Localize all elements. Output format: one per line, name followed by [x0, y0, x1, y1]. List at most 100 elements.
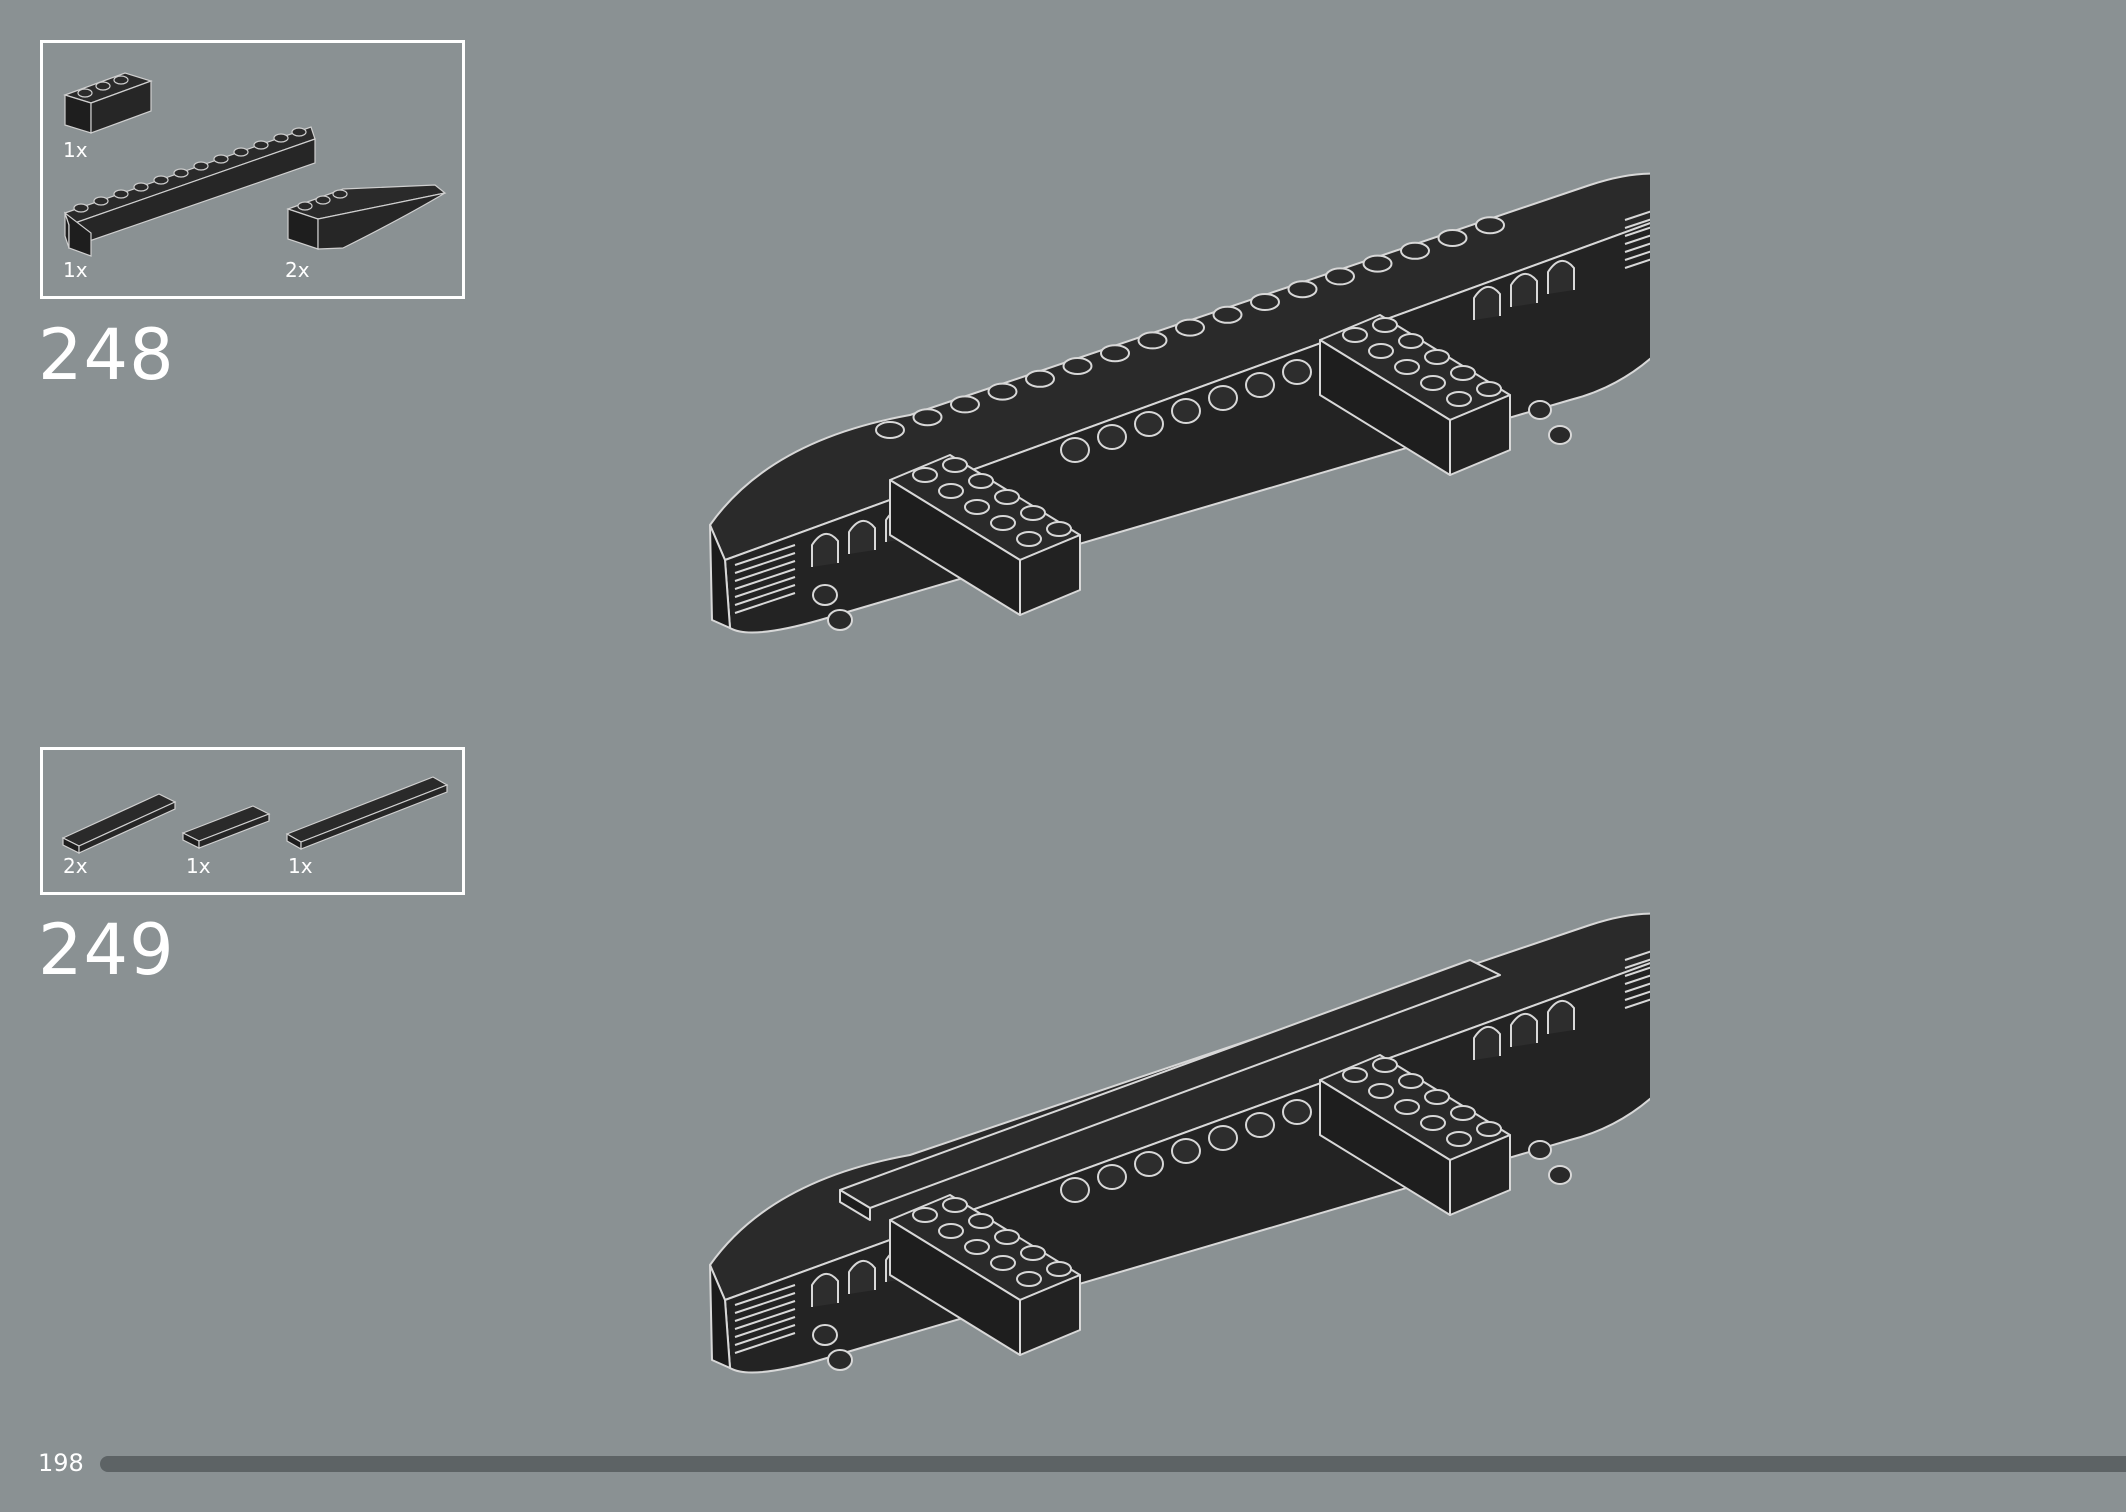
grille-line	[734, 576, 796, 598]
stud	[1287, 280, 1318, 299]
stud	[1362, 254, 1393, 273]
stud	[1398, 333, 1424, 349]
stud	[1016, 531, 1042, 547]
pin	[1548, 1165, 1572, 1185]
parts-box-step-248: 1x 1x 2x	[40, 40, 465, 299]
progress-bar	[100, 1456, 2126, 1472]
stud	[1212, 305, 1243, 324]
grille-line	[734, 552, 796, 574]
part-tile-1x3	[181, 805, 271, 849]
stud	[994, 489, 1020, 505]
window-arch	[1547, 1000, 1575, 1034]
window-arch	[1510, 1013, 1538, 1047]
window-arch	[848, 1260, 876, 1294]
stud	[1250, 293, 1280, 311]
pin	[1528, 1140, 1552, 1160]
window-arch	[811, 533, 839, 567]
part-brick-1x12	[63, 126, 316, 257]
stud	[1020, 505, 1046, 521]
technic-hole	[1245, 372, 1275, 398]
technic-hole	[1134, 1151, 1164, 1177]
step-number-249: 249	[38, 909, 175, 991]
stud	[964, 1239, 990, 1255]
grille-line	[734, 560, 796, 582]
part-tile-1x6	[285, 776, 449, 851]
stud	[968, 1213, 994, 1229]
stud	[1437, 229, 1468, 247]
stud	[1476, 381, 1502, 397]
grille-line	[1624, 966, 1650, 977]
grille-line	[734, 1324, 796, 1346]
stud	[938, 1223, 964, 1239]
part-brick-1x3	[63, 72, 153, 134]
stud	[942, 1197, 968, 1213]
technic-hole	[1208, 385, 1238, 411]
stud	[1424, 1089, 1450, 1105]
grille-line	[734, 1284, 796, 1306]
window-arch	[1473, 286, 1501, 320]
pin	[1548, 425, 1572, 445]
technic-hole	[1060, 1177, 1090, 1203]
stud	[942, 457, 968, 473]
stud	[1175, 318, 1205, 337]
technic-hole	[1171, 398, 1201, 424]
grille-line	[734, 568, 796, 590]
grille-line	[1624, 218, 1650, 229]
grille-line	[1624, 226, 1650, 237]
stud	[1342, 1067, 1368, 1083]
stud	[1025, 369, 1055, 388]
stud	[990, 1255, 1016, 1271]
grille-line	[1624, 982, 1650, 993]
technic-beam-rear	[1319, 1054, 1511, 1216]
part-tile-1x4	[61, 793, 177, 854]
stud	[912, 467, 938, 483]
grille-line	[1624, 950, 1650, 961]
stud	[950, 395, 980, 414]
part-qty: 2x	[285, 258, 310, 282]
stud	[1450, 1105, 1476, 1121]
stud	[875, 421, 905, 439]
stud	[1420, 1115, 1446, 1131]
part-qty: 1x	[288, 854, 313, 878]
stud	[1450, 365, 1476, 381]
grille-line	[734, 1292, 796, 1314]
stud	[1342, 327, 1368, 343]
grille-line	[734, 1308, 796, 1330]
stud	[1394, 1099, 1420, 1115]
stud	[994, 1229, 1020, 1245]
grille-line	[734, 1332, 796, 1354]
technic-hole	[1282, 1099, 1312, 1125]
stud	[912, 408, 943, 427]
technic-hole	[1171, 1138, 1201, 1164]
window-arch	[848, 520, 876, 554]
stud	[912, 1207, 938, 1223]
technic-beam-rear	[1319, 314, 1511, 476]
stud	[990, 515, 1016, 531]
pin	[827, 1349, 853, 1371]
parts-illustration-248	[63, 72, 447, 257]
stud	[1046, 1261, 1072, 1277]
stud	[1476, 1121, 1502, 1137]
window-arch	[1547, 260, 1575, 294]
stud	[1372, 317, 1398, 333]
stud	[1368, 1083, 1394, 1099]
grille-line	[734, 1316, 796, 1338]
window-arch	[1510, 273, 1538, 307]
model-illustration-step-249	[709, 912, 1650, 1374]
stud	[1062, 357, 1093, 375]
stud	[1020, 1245, 1046, 1261]
part-qty: 1x	[63, 138, 88, 162]
grille-line	[1624, 234, 1650, 245]
stud	[1398, 1073, 1424, 1089]
grille-line	[734, 584, 796, 606]
grille-line	[1624, 250, 1650, 261]
top-tile-edge	[839, 1189, 871, 1221]
grille-line	[734, 544, 796, 566]
technic-hole	[1134, 411, 1164, 437]
part-qty: 1x	[63, 258, 88, 282]
stud	[1137, 331, 1168, 350]
part-qty: 2x	[63, 854, 88, 878]
stud	[1475, 216, 1505, 235]
technic-hole	[1097, 424, 1127, 450]
stud	[1046, 521, 1072, 537]
